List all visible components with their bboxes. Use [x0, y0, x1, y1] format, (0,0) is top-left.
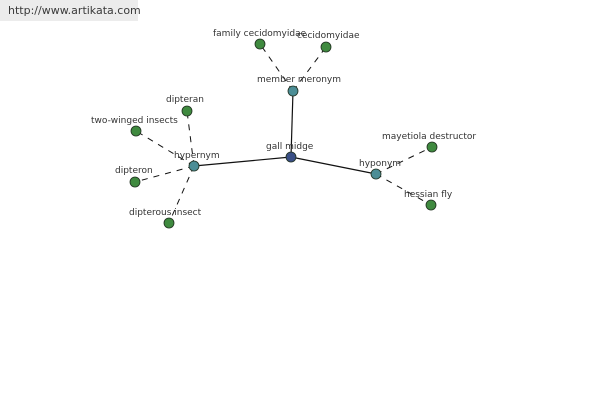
label-leaf-hessian-fly[interactable]: hessian fly: [404, 190, 453, 200]
edge-member-meronym-to-family-cecidomyidae: [259, 43, 294, 92]
node-relation-member-meronym[interactable]: [287, 85, 299, 97]
label-relation-hypernym[interactable]: hypernym: [174, 151, 220, 161]
nodes-layer: [129, 38, 438, 229]
edges-layer: [134, 43, 433, 224]
edge-hypernym-to-dipteron: [134, 165, 195, 183]
label-leaf-dipterous-insect[interactable]: dipterous insect: [129, 208, 202, 218]
node-relation-hypernym[interactable]: [188, 160, 200, 172]
edge-hypernym-to-dipterous-insect: [168, 165, 195, 224]
edge-center-to-hyponym: [290, 156, 377, 175]
label-leaf-two-winged-insects[interactable]: two-winged insects: [91, 116, 178, 126]
label-relation-hyponym[interactable]: hyponym: [359, 159, 401, 169]
labels-layer: gall midge member meronym family cecidomyi…: [91, 29, 476, 218]
label-leaf-mayetiola-destructor[interactable]: mayetiola destructor: [382, 132, 476, 142]
node-leaf-family-cecidomyidae[interactable]: [254, 38, 266, 50]
edge-hyponym-to-hessian-fly: [375, 173, 432, 206]
edge-member-meronym-to-cecidomyidae: [292, 46, 327, 92]
node-leaf-dipterous-insect[interactable]: [163, 217, 175, 229]
node-leaf-dipteron[interactable]: [129, 176, 141, 188]
node-leaf-cecidomyidae[interactable]: [320, 41, 332, 53]
node-gall-midge-center[interactable]: [285, 151, 297, 163]
edge-center-to-member-meronym: [290, 90, 294, 158]
node-leaf-hessian-fly[interactable]: [425, 199, 437, 211]
edge-hyponym-to-mayetiola-destructor: [375, 146, 433, 175]
edge-center-to-hypernym: [193, 156, 292, 167]
label-leaf-dipteron[interactable]: dipteron: [115, 166, 153, 176]
label-leaf-cecidomyidae[interactable]: cecidomyidae: [297, 31, 360, 41]
node-relation-hyponym[interactable]: [370, 168, 382, 180]
label-gall-midge[interactable]: gall midge: [266, 142, 314, 152]
edge-hypernym-to-dipteran: [186, 110, 195, 167]
node-leaf-two-winged-insects[interactable]: [130, 125, 142, 137]
node-leaf-dipteran[interactable]: [181, 105, 193, 117]
url-banner: http://www.artikata.com: [0, 0, 141, 21]
source-url-link[interactable]: http://www.artikata.com: [8, 4, 141, 17]
label-leaf-dipteran[interactable]: dipteran: [166, 95, 204, 105]
label-relation-member-meronym[interactable]: member meronym: [257, 75, 341, 85]
label-leaf-family-cecidomyidae[interactable]: family cecidomyidae: [213, 29, 307, 39]
node-leaf-mayetiola-destructor[interactable]: [426, 141, 438, 153]
